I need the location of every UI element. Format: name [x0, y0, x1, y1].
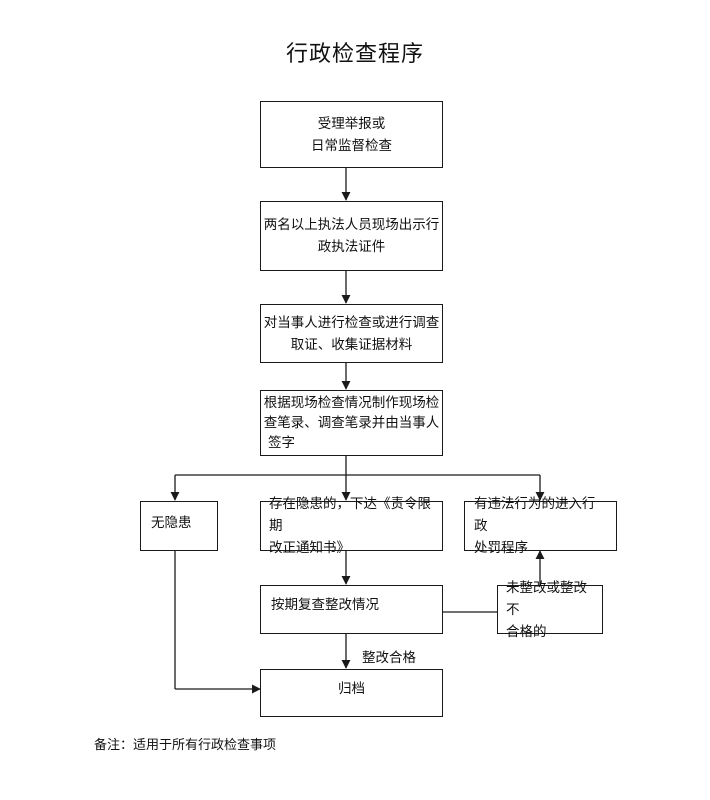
- step-recheck-line-1: 按期复查整改情况: [271, 597, 379, 613]
- step-no-hazard: 无隐患: [140, 501, 218, 551]
- step-show-credentials-line-2: 政执法证件: [317, 239, 386, 255]
- step-no-hazard-line-1: 无隐患: [151, 515, 192, 531]
- step-inspect-line-1: 对当事人进行检查或进行调查: [263, 314, 440, 331]
- step-make-record-line-3: 签字: [268, 435, 295, 451]
- step-archive: 归档: [260, 669, 443, 717]
- step-not-rectified-line-2: 合格的: [506, 623, 547, 640]
- step-penalty-line-2: 处罚程序: [474, 540, 528, 556]
- step-penalty-procedure: 有违法行为的进入行政 处罚程序: [464, 496, 617, 556]
- step-make-record-line-1: 根据现场检查情况制作现场检: [263, 395, 440, 411]
- step-recheck: 按期复查整改情况: [260, 585, 443, 634]
- step-make-record-line-2: 查笔录、调查笔录并由当事人: [263, 415, 440, 431]
- step-receive-report: 受理举报或 日常监督检查: [260, 101, 443, 168]
- step-hazard-notice: 存在隐患的，下达《责令限期 改正通知书》: [260, 496, 443, 556]
- step-archive-line-1: 归档: [338, 681, 365, 697]
- step-receive-report-line-2: 日常监督检查: [311, 137, 392, 154]
- page-title: 行政检查程序: [285, 42, 424, 67]
- step-inspect-line-2: 取证、收集证据材料: [290, 336, 413, 353]
- step-hazard-notice-line-2: 改正通知书》: [269, 540, 350, 556]
- footnote: 备注：适用于所有行政检查事项: [94, 738, 277, 753]
- step-inspect-collect-evidence: 对当事人进行检查或进行调查 取证、收集证据材料: [260, 304, 443, 363]
- step-show-credentials-line-1: 两名以上执法人员现场出示行: [263, 217, 440, 233]
- step-receive-report-line-1: 受理举报或: [317, 115, 386, 132]
- step-penalty-line-1: 有违法行为的进入行政: [474, 496, 596, 534]
- label-rectified-ok: 整改合格: [362, 650, 416, 666]
- step-not-rectified-line-1: 未整改或整改不: [506, 579, 587, 618]
- step-make-record: 根据现场检查情况制作现场检 查笔录、调查笔录并由当事人 签字: [260, 390, 443, 456]
- step-hazard-notice-line-1: 存在隐患的，下达《责令限期: [269, 496, 431, 534]
- step-not-rectified: 未整改或整改不 合格的: [497, 580, 603, 640]
- step-show-credentials: 两名以上执法人员现场出示行 政执法证件: [260, 201, 443, 271]
